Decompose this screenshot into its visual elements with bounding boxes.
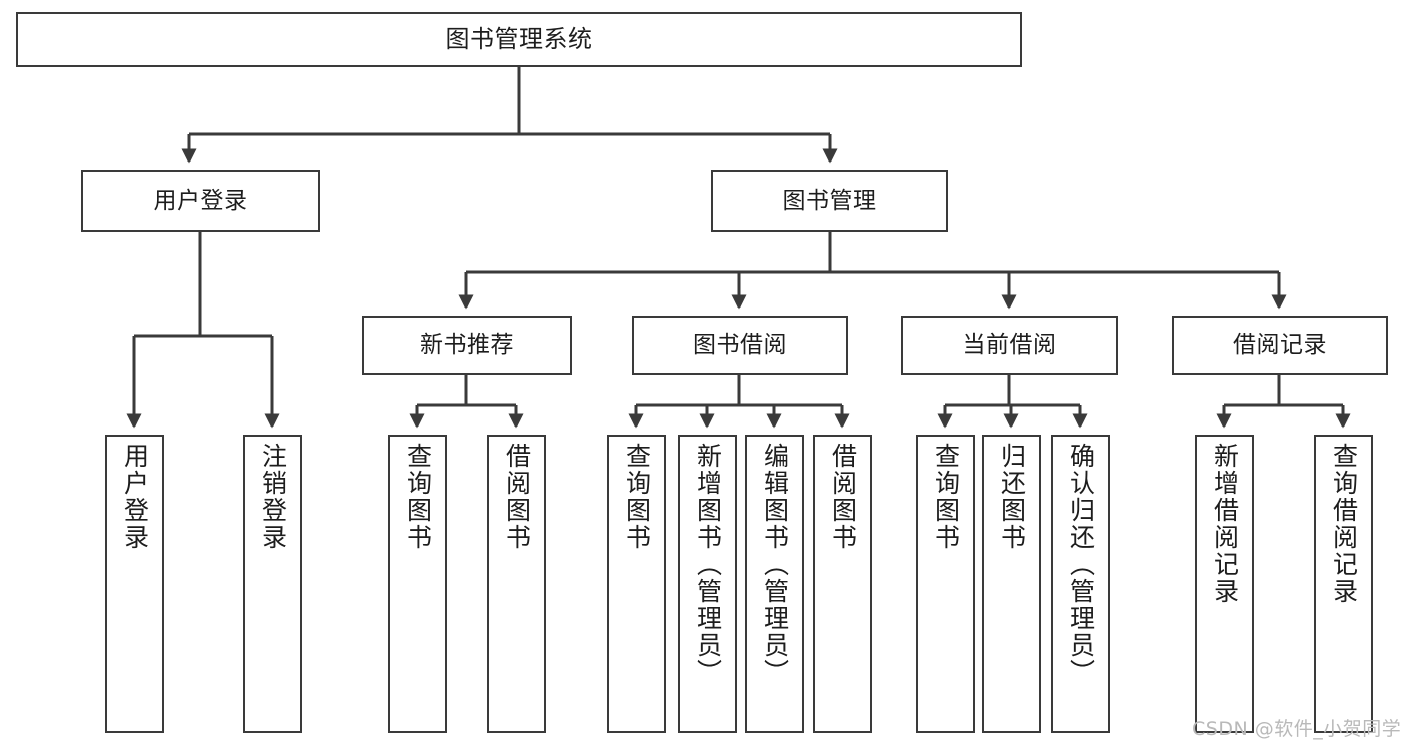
leaf-edit-book-label: 编辑图书（管理员） [760, 443, 790, 686]
leaf-query-book-1-label: 查询图书 [403, 443, 433, 551]
node-current-borrow[interactable]: 当前借阅 [901, 316, 1118, 375]
leaf-add-book-label: 新增图书（管理员） [693, 443, 723, 686]
node-book-manage-label: 图书管理 [782, 187, 877, 214]
leaf-add-book[interactable]: 新增图书（管理员） [678, 435, 737, 733]
node-book-manage[interactable]: 图书管理 [711, 170, 948, 232]
leaf-borrow-book-2-label: 借阅图书 [828, 443, 858, 551]
leaf-user-login[interactable]: 用户登录 [105, 435, 164, 733]
leaf-borrow-book-1[interactable]: 借阅图书 [487, 435, 546, 733]
leaf-logout-label: 注销登录 [258, 443, 288, 551]
leaf-query-book-3-label: 查询图书 [931, 443, 961, 551]
leaf-confirm-return-label: 确认归还（管理员） [1066, 443, 1096, 686]
leaf-return-book-label: 归还图书 [997, 443, 1027, 551]
node-user-login[interactable]: 用户登录 [81, 170, 320, 232]
leaf-borrow-book-2[interactable]: 借阅图书 [813, 435, 872, 733]
leaf-query-book-1[interactable]: 查询图书 [388, 435, 447, 733]
leaf-confirm-return[interactable]: 确认归还（管理员） [1051, 435, 1110, 733]
node-book-borrow-label: 图书借阅 [693, 332, 787, 359]
node-root-label: 图书管理系统 [445, 24, 593, 53]
node-new-book-recommend[interactable]: 新书推荐 [362, 316, 572, 375]
leaf-add-record[interactable]: 新增借阅记录 [1195, 435, 1254, 733]
node-book-borrow[interactable]: 图书借阅 [632, 316, 848, 375]
leaf-query-book-3[interactable]: 查询图书 [916, 435, 975, 733]
node-borrow-record-label: 借阅记录 [1233, 332, 1327, 359]
node-new-book-recommend-label: 新书推荐 [420, 332, 514, 359]
leaf-return-book[interactable]: 归还图书 [982, 435, 1041, 733]
node-current-borrow-label: 当前借阅 [962, 332, 1057, 359]
leaf-edit-book[interactable]: 编辑图书（管理员） [745, 435, 804, 733]
leaf-query-record[interactable]: 查询借阅记录 [1314, 435, 1373, 733]
leaf-logout[interactable]: 注销登录 [243, 435, 302, 733]
leaf-add-record-label: 新增借阅记录 [1210, 443, 1240, 605]
leaf-query-book-2-label: 查询图书 [622, 443, 652, 551]
leaf-query-book-2[interactable]: 查询图书 [607, 435, 666, 733]
node-user-login-label: 用户登录 [153, 187, 248, 214]
leaf-borrow-book-1-label: 借阅图书 [502, 443, 532, 551]
leaf-user-login-label: 用户登录 [120, 443, 150, 551]
csdn-watermark: CSDN @软件_小贺同学 [1192, 718, 1402, 740]
node-borrow-record[interactable]: 借阅记录 [1172, 316, 1388, 375]
node-root[interactable]: 图书管理系统 [16, 12, 1022, 67]
leaf-query-record-label: 查询借阅记录 [1329, 443, 1359, 605]
